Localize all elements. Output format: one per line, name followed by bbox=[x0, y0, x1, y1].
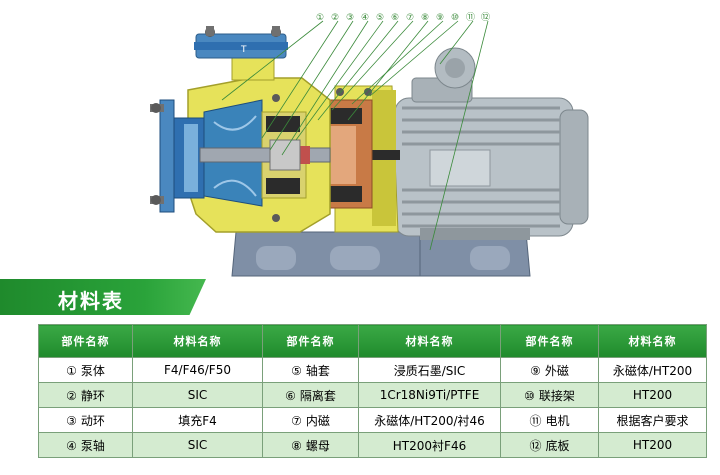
table-header-row: 部件名称 材料名称 部件名称 材料名称 部件名称 材料名称 bbox=[38, 324, 707, 358]
base-plate bbox=[231, 231, 531, 277]
inlet-flange bbox=[150, 99, 205, 213]
callout-4: ④ bbox=[361, 13, 369, 23]
material-cell: HT200 bbox=[598, 432, 707, 458]
section-title: 材料表 bbox=[58, 289, 124, 313]
callout-2: ② bbox=[331, 13, 339, 23]
material-cell: 永磁体/HT200/衬46 bbox=[358, 407, 501, 433]
header-material-name-1: 材料名称 bbox=[132, 324, 263, 358]
callout-12: ⑫ bbox=[481, 12, 490, 23]
callout-5: ⑤ bbox=[376, 13, 384, 23]
material-cell: 永磁体/HT200 bbox=[598, 357, 707, 383]
header-part-name-2: 部件名称 bbox=[262, 324, 359, 358]
callout-11: ⑪ bbox=[466, 12, 475, 23]
material-cell: SIC bbox=[132, 382, 263, 408]
material-cell: 浸质石墨/SIC bbox=[358, 357, 501, 383]
material-cell: SIC bbox=[132, 432, 263, 458]
pump-cutaway-diagram: T bbox=[150, 12, 589, 277]
callout-6: ⑥ bbox=[391, 13, 399, 23]
callout-labels: ① ② ③ ④ ⑤ ⑥ ⑦ ⑧ ⑨ ⑩ ⑪ ⑫ bbox=[221, 12, 490, 251]
material-cell: 1Cr18Ni9Ti/PTFE bbox=[358, 382, 501, 408]
callout-7: ⑦ bbox=[406, 13, 414, 23]
motor bbox=[394, 47, 589, 240]
material-cell: HT200 bbox=[598, 382, 707, 408]
header-part-name-1: 部件名称 bbox=[38, 324, 133, 358]
callout-9: ⑨ bbox=[436, 13, 444, 23]
callout-10: ⑩ bbox=[451, 13, 459, 23]
callout-8: ⑧ bbox=[421, 13, 429, 23]
header-material-name-2: 材料名称 bbox=[358, 324, 501, 358]
callout-1: ① bbox=[316, 13, 324, 23]
header-part-name-3: 部件名称 bbox=[500, 324, 599, 358]
flange-mark: T bbox=[240, 45, 247, 55]
section-banner bbox=[0, 279, 206, 315]
material-cell: 根据客户要求 bbox=[598, 407, 707, 433]
material-cell: F4/F46/F50 bbox=[132, 357, 263, 383]
inner-magnet-and-shaft bbox=[199, 111, 331, 199]
material-cell: HT200衬F46 bbox=[358, 432, 501, 458]
material-cell: 填充F4 bbox=[132, 407, 263, 433]
callout-3: ③ bbox=[346, 13, 354, 23]
header-material-name-3: 材料名称 bbox=[598, 324, 707, 358]
